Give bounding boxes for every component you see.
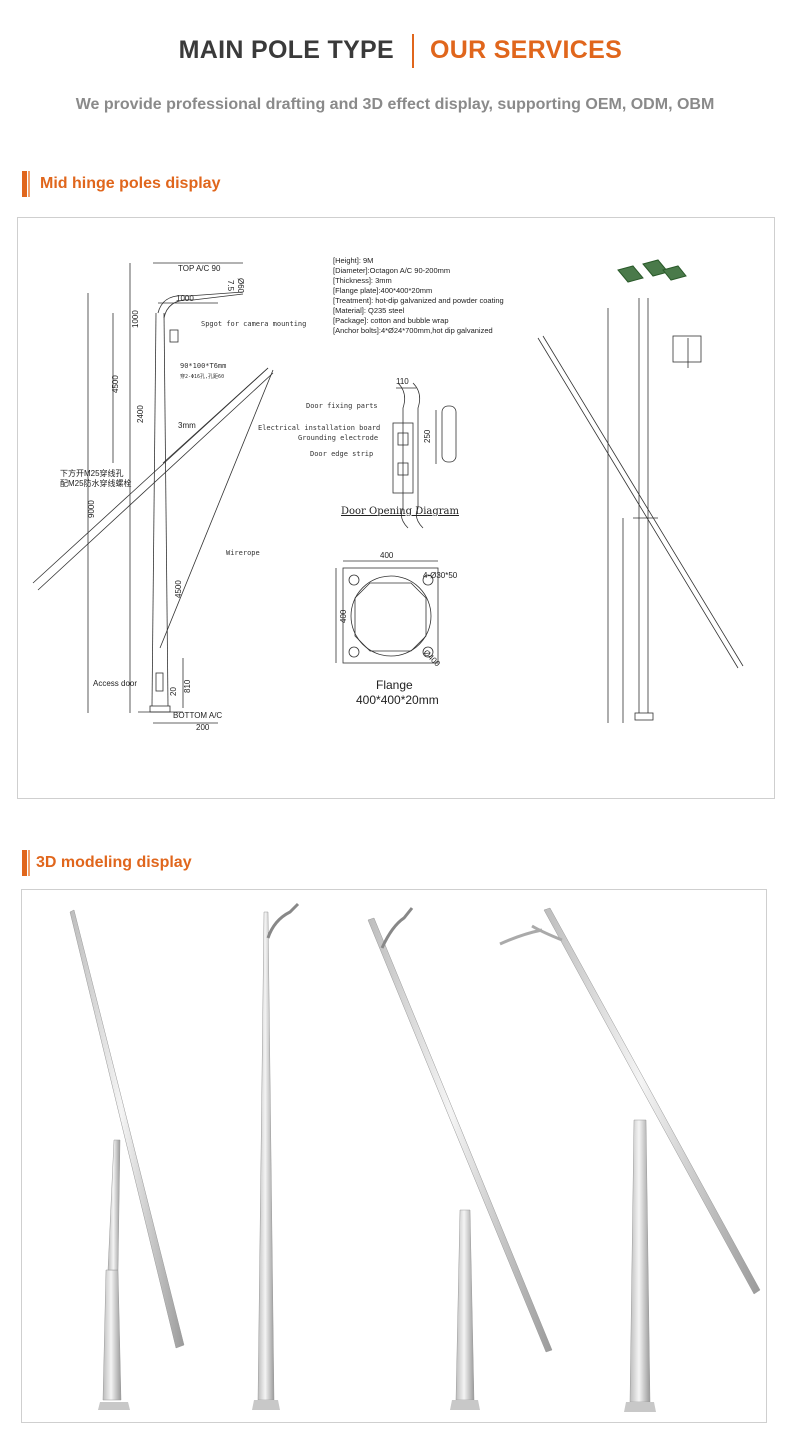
label-2400: 2400 xyxy=(136,405,145,423)
door-diagram-caption: Door Opening Diagram xyxy=(341,506,460,517)
label-1000: 1000 xyxy=(176,294,194,303)
spec-line: [Height]: 9M xyxy=(333,256,373,265)
title-divider xyxy=(412,34,414,68)
spec-line: [Material]: Q235 steel xyxy=(333,306,405,315)
title-main-pole-type: MAIN POLE TYPE xyxy=(178,36,394,64)
door-width-110: 110 xyxy=(396,377,409,386)
flange-diameter: Ø400 xyxy=(422,648,443,669)
label-chinese2: 配M25防水穿线螺栓 xyxy=(60,478,132,488)
section-accent-bar-light xyxy=(28,850,30,876)
flange-height-400: 400 xyxy=(339,609,348,623)
label-bottom: BOTTOM A/C xyxy=(173,711,222,720)
label-wirerope: Wirerope xyxy=(226,549,260,557)
label-spec90b: 穿2-Φ16孔,孔距60 xyxy=(180,373,224,380)
label-4500: 4500 xyxy=(111,375,120,393)
label-spec90: 90*100*T6mm xyxy=(180,362,226,370)
pole-model-4 xyxy=(499,907,761,1412)
label-9000: 9000 xyxy=(87,500,96,518)
label-75: 7.5 xyxy=(226,280,235,292)
section-label: Mid hinge poles display xyxy=(40,175,221,192)
page-subtitle: We provide professional drafting and 3D … xyxy=(75,96,715,113)
spec-line: [Anchor bolts]:4*Ø24*700mm,hot dip galva… xyxy=(333,326,493,335)
label-4500b: 4500 xyxy=(174,580,183,598)
flange-width-400: 400 xyxy=(380,551,394,560)
label-chinese1: 下方开M25穿线孔 xyxy=(60,468,124,478)
spec-line: [Treatment]: hot-dip galvanized and powd… xyxy=(333,296,504,305)
solar-panel-icon xyxy=(617,259,687,283)
3d-model-render xyxy=(69,902,761,1412)
door-height-250: 250 xyxy=(423,429,432,443)
label-20: 20 xyxy=(169,687,178,696)
section-accent-bar xyxy=(22,850,27,876)
section-accent-bar xyxy=(22,171,27,197)
spec-list: [Height]: 9M [Diameter]:Octagon A/C 90-2… xyxy=(333,256,504,335)
label-top: TOP A/C 90 xyxy=(178,264,221,273)
spec-line: [Flange plate]:400*400*20mm xyxy=(333,286,432,295)
door-part-1: Door fixing parts xyxy=(306,402,378,410)
flange-caption-size: 400*400*20mm xyxy=(356,693,439,707)
technical-drawing: TOP A/C 90 1000 1000 4500 2400 9000 4500… xyxy=(32,256,744,732)
flange-holes: 4-Ø30*50 xyxy=(423,571,458,580)
label-3mm: 3mm xyxy=(178,421,196,430)
title-our-services: OUR SERVICES xyxy=(430,36,623,64)
door-part-3: Grounding electrode xyxy=(298,434,378,442)
label-access: Access door xyxy=(93,679,137,688)
label-060: Ø60 xyxy=(236,278,245,294)
spec-line: [Package]: cotton and bubble wrap xyxy=(333,316,449,325)
spec-line: [Thickness]: 3mm xyxy=(333,276,392,285)
label-1000b: 1000 xyxy=(131,310,140,328)
label-810: 810 xyxy=(183,679,192,693)
section-accent-bar-light xyxy=(28,171,30,197)
flange-caption: Flange xyxy=(376,678,413,692)
label-spigot: Spgot for camera mounting xyxy=(201,320,306,328)
technical-drawing-panel: TOP A/C 90 1000 1000 4500 2400 9000 4500… xyxy=(17,217,775,799)
section-label: 3D modeling display xyxy=(36,854,192,871)
3d-model-panel xyxy=(21,889,767,1423)
page-header: MAIN POLE TYPE OUR SERVICES xyxy=(0,34,790,70)
pole-model-3 xyxy=(367,907,553,1410)
door-part-2: Electrical installation board xyxy=(258,424,380,432)
pole-model-1 xyxy=(69,909,185,1410)
spec-line: [Diameter]:Octagon A/C 90-200mm xyxy=(333,266,450,275)
door-part-4: Door edge strip xyxy=(310,450,373,458)
label-200: 200 xyxy=(196,723,210,732)
pole-model-2 xyxy=(252,902,300,1410)
